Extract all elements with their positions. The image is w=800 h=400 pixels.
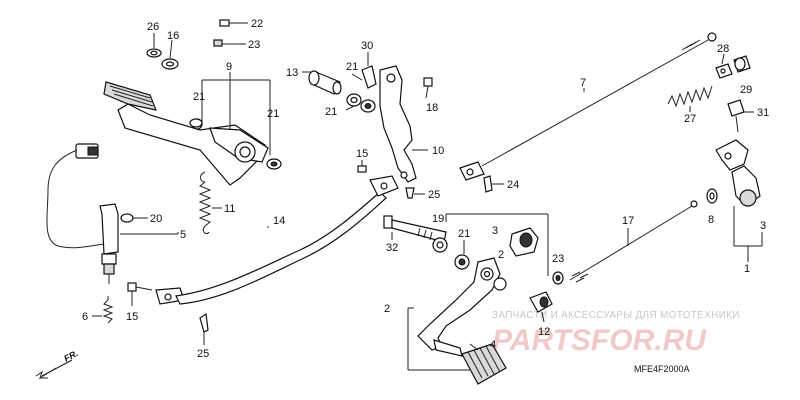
- part-ball-joint-3: [715, 139, 761, 207]
- front-direction-label: FR.: [62, 348, 79, 364]
- callout-4: 4: [490, 339, 496, 351]
- part-brake-pedal: [103, 81, 269, 186]
- callout-21: 21: [267, 108, 279, 120]
- part-21-washer-a: [189, 118, 203, 128]
- callout-30: 30: [361, 40, 373, 52]
- part-15-bolt-b: [357, 160, 367, 173]
- part-22-bolt: [219, 19, 248, 27]
- callout-26: 26: [147, 21, 159, 33]
- part-spring-27: [667, 85, 713, 108]
- part-21-washer-b: [266, 158, 282, 170]
- part-2b-washer: [493, 277, 507, 291]
- callout-24: 24: [507, 179, 519, 191]
- callout-11: 11: [224, 203, 235, 215]
- part-13-pivot: [308, 70, 342, 95]
- watermark-tagline: ЗАПЧАСТИ И АКСЕССУАРЫ ДЛЯ МОТОТЕХНИКИ: [492, 310, 740, 321]
- callout-19: 19: [432, 213, 444, 225]
- callout-15: 15: [356, 148, 368, 160]
- part-20-clip: [120, 213, 134, 223]
- part-switch-harness: [46, 143, 119, 284]
- callout-12: 12: [538, 326, 550, 338]
- callout-23: 23: [552, 253, 564, 265]
- part-bushing-3: [509, 227, 539, 257]
- callout-10: 10: [432, 145, 444, 157]
- part-12-rubber: [529, 291, 553, 313]
- part-31-bolt: [727, 99, 745, 133]
- part-8-nut: [706, 188, 718, 204]
- callout-17: 17: [622, 215, 634, 227]
- callout-1: 1: [744, 263, 750, 275]
- callout-21: 21: [458, 228, 470, 240]
- callout-16: 16: [167, 30, 179, 42]
- part-24-pin: [483, 175, 493, 193]
- callout-21: 21: [346, 61, 358, 73]
- callout-2: 2: [384, 303, 390, 315]
- front-direction-arrow: [35, 359, 73, 380]
- part-21-washer-f: [454, 254, 470, 270]
- callout-28: 28: [717, 43, 729, 55]
- callout-13: 13: [286, 67, 298, 79]
- callout-15: 15: [126, 311, 138, 323]
- callout-22: 22: [251, 18, 263, 30]
- part-spring-6: [102, 296, 114, 324]
- callout-9: 9: [226, 61, 232, 73]
- part-21-washer-c: [346, 93, 362, 107]
- callout-27: 27: [684, 113, 696, 125]
- callout-3: 3: [760, 220, 766, 232]
- part-25-pin-a: [405, 187, 415, 199]
- callout-18: 18: [426, 102, 438, 114]
- part-28-nut: [715, 63, 733, 79]
- part-rod-17: [569, 200, 698, 283]
- part-brake-rod: [155, 175, 399, 305]
- part-21-washer-d: [360, 99, 376, 113]
- part-shift-lever-2: [417, 257, 501, 357]
- callout-7: 7: [580, 77, 586, 89]
- callout-21: 21: [325, 106, 337, 118]
- callout-3: 3: [492, 225, 498, 237]
- callout-6: 6: [82, 311, 88, 323]
- part-spring-11: [198, 171, 212, 235]
- callout-20: 20: [150, 213, 162, 225]
- part-23-nut: [213, 39, 246, 47]
- watermark-logo: PARTSFOR.RU: [492, 324, 707, 357]
- part-29-cap: [733, 55, 751, 73]
- part-18-bolt: [423, 77, 433, 99]
- callout-8: 8: [708, 214, 714, 226]
- callout-21: 21: [193, 91, 205, 103]
- part-16-washer: [161, 58, 179, 70]
- part-shift-rod-7: [459, 32, 717, 181]
- part-15-bolt-a: [127, 282, 153, 292]
- part-30-pin: [361, 65, 377, 89]
- callout-25: 25: [197, 348, 209, 360]
- part-21-washer-e: [432, 237, 448, 253]
- callout-31: 31: [757, 107, 769, 119]
- diagram-code: MFE4F2000A: [634, 364, 690, 374]
- callout-32: 32: [386, 242, 398, 254]
- part-26-washer: [146, 48, 162, 58]
- callout-25: 25: [428, 189, 440, 201]
- callout-14: 14: [273, 215, 285, 227]
- callout-5: 5: [180, 229, 186, 241]
- callout-29: 29: [740, 84, 752, 96]
- callout-2-prime: 2: [498, 249, 504, 261]
- part-25-pin-b: [199, 312, 209, 333]
- callout-23: 23: [248, 39, 260, 51]
- part-4-peg-rubber: [461, 343, 507, 385]
- part-shift-arm: [379, 65, 417, 183]
- part-23-nut-b: [552, 271, 564, 285]
